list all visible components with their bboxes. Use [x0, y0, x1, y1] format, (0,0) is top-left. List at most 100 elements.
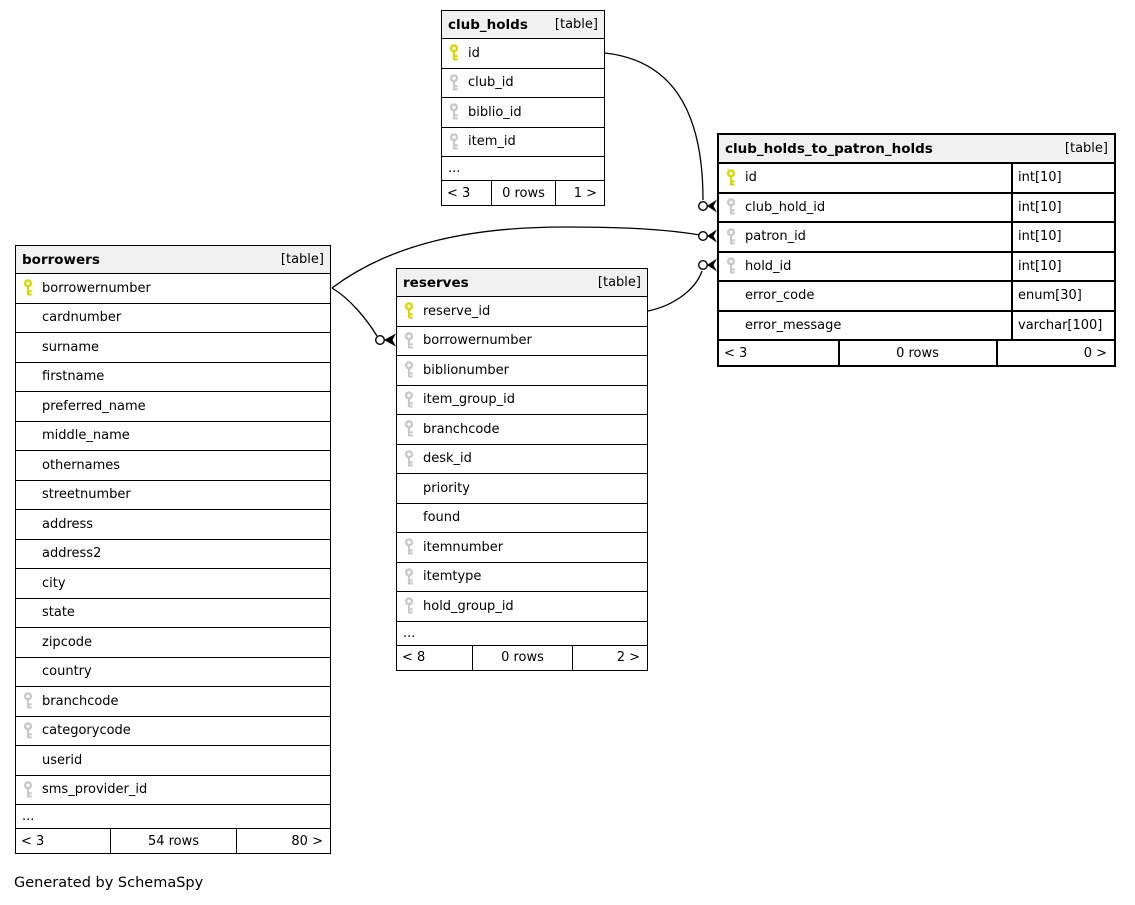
- primary-key-icon: [442, 44, 468, 62]
- foreign-key-icon: [397, 538, 423, 556]
- column-row: sms_provider_id: [16, 776, 330, 805]
- column-name: biblio_id: [468, 104, 522, 120]
- column-type: varchar[100]: [1011, 311, 1114, 339]
- column-row: itemtype: [397, 563, 647, 592]
- column-row: cardnumber: [16, 304, 330, 333]
- foreign-key-icon: [442, 132, 468, 151]
- column-row: city: [16, 569, 330, 599]
- column-name: middle_name: [42, 428, 130, 444]
- column-name: sms_provider_id: [42, 782, 148, 798]
- column-name: zipcode: [42, 634, 93, 650]
- column-row: userid: [16, 746, 330, 776]
- column-name: priority: [423, 480, 470, 496]
- table-name[interactable]: club_holds_to_patron_holds: [725, 140, 933, 157]
- column-name: country: [42, 664, 92, 680]
- generated-by-note: Generated by SchemaSpy: [14, 875, 204, 891]
- column-row: error_code enum[30]: [719, 282, 1114, 312]
- column-row: categorycode: [16, 717, 330, 746]
- column-row: item_group_id: [397, 386, 647, 415]
- column-name: hold_id: [745, 258, 792, 274]
- foreign-key-icon: [397, 567, 423, 586]
- foreign-key-icon: [719, 227, 745, 246]
- column-row: patron_id int[10]: [719, 223, 1114, 253]
- more-columns-ellipsis: ...: [16, 805, 330, 829]
- zero-circle-icon: [698, 200, 709, 211]
- foreign-key-icon: [397, 597, 423, 615]
- column-name: item_id: [468, 134, 516, 150]
- table-type-tag: [table]: [280, 252, 324, 267]
- column-row: streetnumber: [16, 481, 330, 510]
- column-row: priority: [397, 474, 647, 504]
- column-name: id: [468, 45, 480, 61]
- column-row: address2: [16, 540, 330, 569]
- column-row: biblionumber: [397, 356, 647, 386]
- table-type-tag: [table]: [597, 275, 641, 290]
- column-row: biblio_id: [442, 98, 604, 128]
- column-name: city: [42, 575, 66, 591]
- column-row: state: [16, 599, 330, 628]
- column-name: firstname: [42, 369, 105, 385]
- column-name: reserve_id: [423, 303, 491, 319]
- table-name[interactable]: reserves: [403, 274, 469, 291]
- column-row: itemnumber: [397, 533, 647, 563]
- table-node-borrowers[interactable]: borrowers [table] borrowernumber cardnumber…: [15, 245, 331, 854]
- more-columns-ellipsis: ...: [397, 622, 647, 646]
- column-name: found: [423, 510, 461, 526]
- column-row: branchcode: [397, 415, 647, 445]
- column-row: borrowernumber: [397, 327, 647, 356]
- column-name: patron_id: [745, 229, 806, 245]
- column-type: int[10]: [1011, 193, 1114, 221]
- column-name: itemnumber: [423, 539, 504, 555]
- footer-next-indicator: 80 >: [235, 829, 330, 853]
- column-name: error_code: [745, 288, 815, 304]
- column-name: state: [42, 605, 75, 621]
- foreign-key-icon: [397, 420, 423, 438]
- table-type-tag: [table]: [1064, 141, 1108, 156]
- footer-prev-indicator: < 3: [724, 345, 748, 361]
- column-row: found: [397, 504, 647, 533]
- footer-row-count: 0 rows: [472, 645, 572, 670]
- footer-next-indicator: 0 >: [995, 341, 1115, 365]
- column-row: club_id: [442, 69, 604, 98]
- column-name: surname: [42, 339, 99, 355]
- relationship-edge-0: [604, 52, 704, 201]
- foreign-key-icon: [397, 390, 423, 409]
- table-header: reserves [table]: [397, 269, 647, 297]
- column-name: preferred_name: [42, 398, 146, 414]
- column-row: reserve_id: [397, 297, 647, 327]
- column-name: streetnumber: [42, 487, 131, 503]
- column-row: hold_group_id: [397, 592, 647, 622]
- foreign-key-icon: [719, 198, 745, 216]
- column-type: enum[30]: [1011, 282, 1114, 310]
- column-name: item_group_id: [423, 392, 515, 408]
- column-name: address: [42, 516, 94, 532]
- column-name: borrowernumber: [423, 333, 532, 349]
- column-type: int[10]: [1011, 252, 1114, 280]
- table-node-reserves[interactable]: reserves [table] reserve_id borrowernumber b…: [396, 268, 648, 671]
- column-row: id: [442, 39, 604, 69]
- column-name: desk_id: [423, 451, 472, 467]
- table-name[interactable]: club_holds: [448, 16, 528, 33]
- zero-circle-icon: [698, 260, 709, 271]
- more-columns-ellipsis: ...: [442, 157, 604, 181]
- primary-key-icon: [719, 168, 745, 187]
- column-row: surname: [16, 333, 330, 363]
- column-row: item_id: [442, 128, 604, 157]
- column-type: int[10]: [1011, 164, 1114, 192]
- table-name[interactable]: borrowers: [22, 251, 100, 268]
- column-name: userid: [42, 752, 83, 768]
- footer-row-count: 0 rows: [490, 181, 556, 205]
- column-row: firstname: [16, 363, 330, 392]
- foreign-key-icon: [442, 73, 468, 92]
- column-type: int[10]: [1011, 223, 1114, 251]
- column-name: club_id: [468, 75, 514, 91]
- column-name: borrowernumber: [42, 280, 151, 296]
